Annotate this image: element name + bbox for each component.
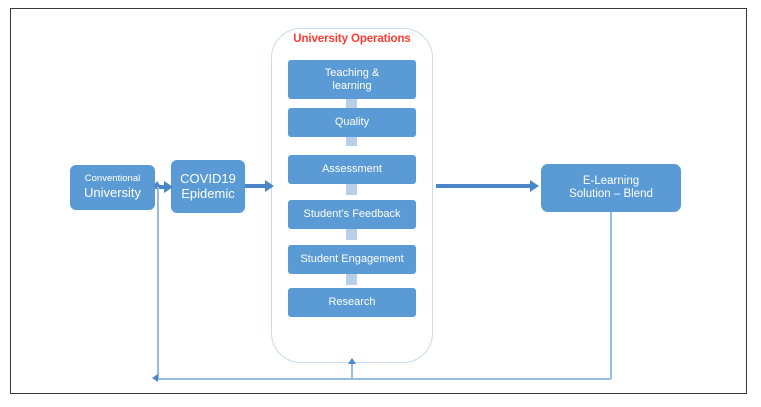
operation-label: Assessment — [322, 163, 382, 176]
conventional-label-line1: Conventional — [84, 173, 141, 185]
arrow-conventional-to-covid-head — [164, 181, 173, 193]
operation-box-research[interactable]: Research — [288, 288, 416, 317]
feedback-corner-marker-bottom-left — [152, 374, 158, 382]
operation-label: Research — [328, 296, 376, 309]
operation-label-line2: learning — [332, 79, 372, 92]
feedback-line-left-vertical — [157, 186, 159, 380]
connector-bar-1 — [346, 99, 357, 108]
operation-box-student-engagement[interactable]: Student Engagement — [288, 245, 416, 274]
node-covid19-epidemic[interactable]: COVID19 Epidemic — [171, 160, 245, 213]
connector-bar-2 — [346, 137, 357, 146]
operation-box-teaching-and-learning[interactable]: Teaching & learning — [288, 60, 416, 99]
operation-label-line1: Teaching & — [324, 67, 380, 80]
feedback-arrow-to-operations — [348, 358, 356, 364]
arrow-covid-to-operations-head — [265, 180, 274, 192]
university-operations-title: University Operations — [293, 33, 411, 45]
feedback-line-right-vertical — [610, 212, 612, 379]
connector-bar-4 — [346, 229, 357, 240]
operation-box-students-feedback[interactable]: Student’s Feedback — [288, 200, 416, 229]
feedback-line-middle-vertical — [351, 363, 353, 379]
conventional-label-line2: University — [83, 185, 142, 201]
operation-box-quality[interactable]: Quality — [288, 108, 416, 137]
arrow-operations-to-elearning-line — [436, 184, 532, 188]
arrow-covid-to-operations-line — [245, 184, 267, 188]
elearning-label-line2: Solution – Blend — [569, 188, 653, 200]
operation-label: Student Engagement — [300, 253, 404, 266]
covid-label-line1: COVID19 — [180, 170, 236, 186]
feedback-line-bottom-horizontal — [157, 378, 611, 380]
covid-label-line2: Epidemic — [181, 185, 235, 201]
arrow-conventional-to-covid-line — [155, 185, 165, 189]
arrow-operations-to-elearning-head — [530, 180, 539, 192]
feedback-arrow-to-conventional — [153, 181, 161, 187]
connector-bar-5 — [346, 274, 357, 285]
node-elearning-solution-blend[interactable]: E-Learning Solution – Blend — [541, 164, 681, 212]
operation-label: Quality — [334, 116, 370, 129]
connector-bar-3 — [346, 184, 357, 195]
elearning-label-line1: E-Learning — [582, 175, 640, 188]
operation-label: Student’s Feedback — [303, 208, 401, 221]
node-conventional-university[interactable]: Conventional University — [70, 165, 155, 210]
operation-box-assessment[interactable]: Assessment — [288, 155, 416, 184]
